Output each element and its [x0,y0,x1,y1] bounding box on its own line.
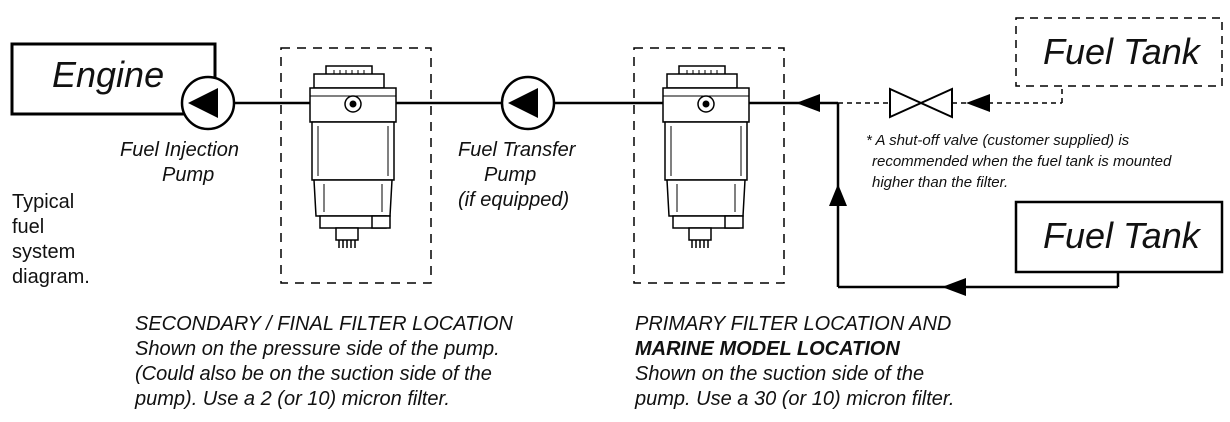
secondary-caption-line-4: pump). Use a 2 (or 10) micron filter. [135,388,450,410]
injection-pump-label-2: Pump [162,164,215,186]
primary-caption-line-3: Shown on the suction side of the [635,363,925,385]
fuel-tank-top-label: Fuel Tank [1043,31,1200,72]
shutoff-note-line-1: * A shut-off valve (customer supplied) i… [866,132,1130,149]
transfer-pump-label-1: Fuel Transfer [458,139,576,161]
primary-caption: PRIMARY FILTER LOCATION AND MARINE MODEL… [635,312,954,412]
fuel-tank-bottom-label: Fuel Tank [1043,215,1200,256]
fuel-tank-bottom-box [1014,200,1224,274]
engine-box [10,42,217,116]
shutoff-note-line-2: recommended when the fuel tank is mounte… [872,153,1172,170]
flow-arrow-bottom [942,278,966,296]
shut-off-valve-icon [889,87,953,119]
transfer-pump-label-3: (if equipped) [458,189,570,211]
secondary-caption-line-2: Shown on the pressure side of the pump. [135,338,500,360]
secondary-caption-line-1: SECONDARY / FINAL FILTER LOCATION [135,313,513,335]
typical-line-3: system [12,241,76,263]
primary-caption-line-1: PRIMARY FILTER LOCATION AND [635,313,952,335]
fuel-injection-pump-icon [180,75,236,131]
flow-arrow-upward [829,184,847,206]
fuel-transfer-pump-icon [500,75,556,131]
flow-arrow-primary-inlet [796,94,820,112]
shutoff-note-line-3: higher than the filter. [872,174,1009,191]
engine-label: Engine [52,54,165,95]
secondary-filter-icon [309,65,397,249]
typical-line-2: fuel [12,216,45,238]
primary-caption-line-2: MARINE MODEL LOCATION [635,338,900,360]
transfer-pump-label-2: Pump [484,164,537,186]
secondary-caption: SECONDARY / FINAL FILTER LOCATION Shown … [135,312,513,412]
injection-pump-label-1: Fuel Injection [120,139,239,161]
fuel-tank-top-box [1015,17,1223,87]
typical-line-4: diagram. [12,266,90,288]
typical-line-1: Typical [12,191,75,213]
flow-arrow-tank-outlet [966,94,990,112]
typical-label: Typical fuel system diagram. [12,190,90,290]
primary-caption-line-4: pump. Use a 30 (or 10) micron filter. [635,388,955,410]
primary-filter-icon [662,65,750,249]
secondary-caption-line-3: (Could also be on the suction side of th… [135,363,492,385]
